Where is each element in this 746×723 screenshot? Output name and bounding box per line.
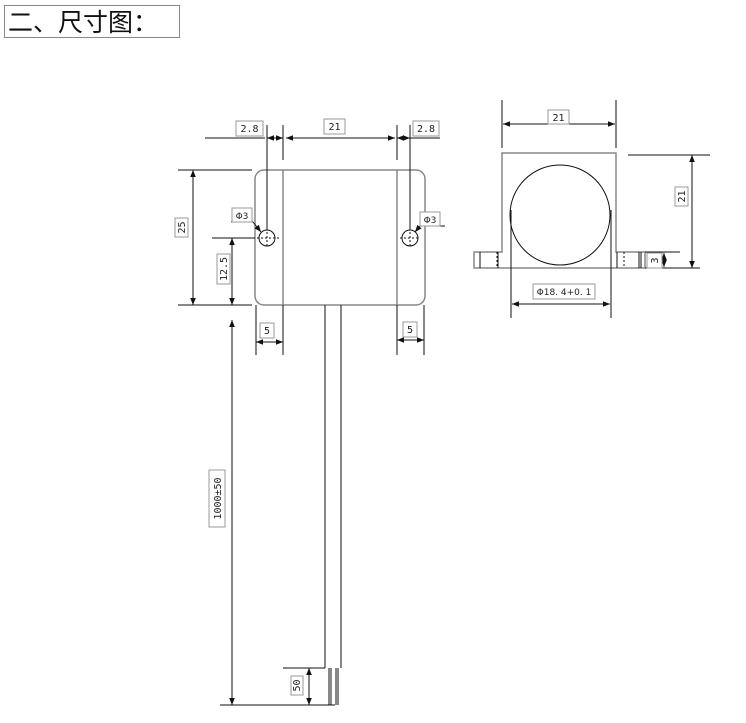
dim-height: 25: [177, 221, 188, 233]
hole-right-diameter: Φ3: [424, 216, 437, 226]
side-dim-width: 21: [552, 113, 564, 124]
bore-circle: [509, 164, 611, 266]
sensor-body-side: [473, 152, 646, 269]
side-view: 21 21 3 Φ18. 4+0. 1: [473, 100, 710, 318]
side-dim-flange-height: 3: [650, 257, 661, 263]
dim-cable-length: 1000±50: [213, 477, 224, 519]
cable: [324, 305, 342, 705]
dim-left-flange: 5: [264, 326, 270, 337]
dim-hole-height: 12.5: [219, 257, 230, 281]
dim-left-offset: 2.8: [240, 124, 258, 135]
dim-right-flange: 5: [407, 325, 413, 336]
hole-left-diameter: Φ3: [236, 212, 249, 222]
dim-wire-strip: 50: [292, 679, 303, 691]
dim-right-offset: 2.8: [417, 124, 435, 135]
sensor-body: [254, 169, 426, 306]
dim-width: 21: [328, 122, 340, 133]
side-dim-bore: Φ18. 4+0. 1: [537, 288, 592, 298]
side-dim-height: 21: [677, 190, 688, 202]
front-view: 2.8 21 2.8 25 12.5 Φ3 Φ3 5: [174, 118, 445, 706]
section-title: 二、尺寸图：: [4, 5, 180, 38]
